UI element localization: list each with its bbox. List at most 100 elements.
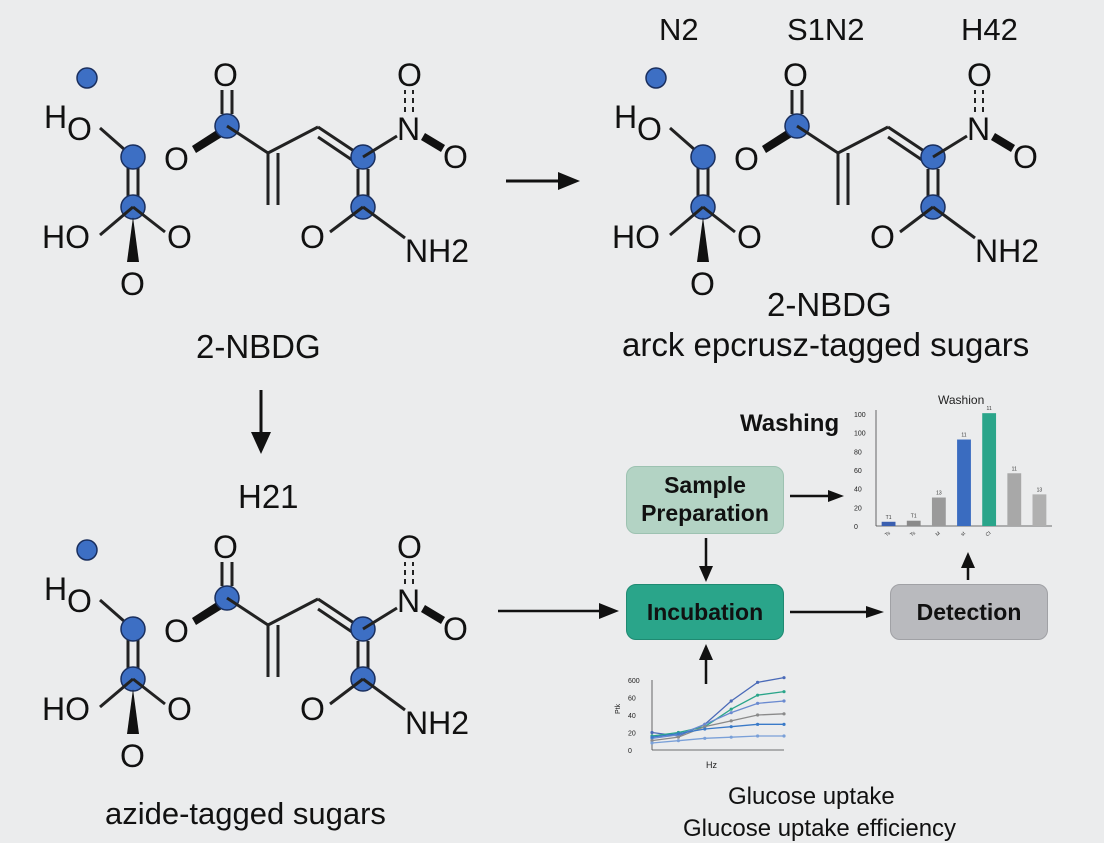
bar-data-label: 11 <box>1012 466 1017 472</box>
detection-label: Detection <box>916 598 1022 625</box>
atom-o: O <box>737 219 762 255</box>
line-point <box>703 736 707 740</box>
atom-o: O <box>120 266 145 302</box>
line-point <box>650 730 654 735</box>
intermediate-label: H21 <box>238 478 299 515</box>
atom-ho: HO <box>42 219 90 255</box>
atom-o: O <box>443 139 468 175</box>
bar-chart-y-tick: 40 <box>854 487 862 494</box>
atom-ho: HO <box>42 691 90 727</box>
bar-chart-y-tick: 100 <box>854 412 866 419</box>
atom-o: O <box>213 529 238 565</box>
line-series <box>651 691 785 737</box>
incubation-box: Incubation <box>626 584 784 640</box>
atom-o: O <box>690 266 715 302</box>
atom-o: O <box>167 691 192 727</box>
line-series <box>651 735 784 744</box>
bar-chart-title: Washion <box>938 393 984 407</box>
bar-category-label: st <box>960 530 967 537</box>
atom-o: O <box>783 57 808 93</box>
bar-data-label: 13 <box>936 491 942 497</box>
line-point <box>756 734 760 738</box>
line-series <box>651 700 785 739</box>
line-point <box>729 711 733 715</box>
line-point <box>650 735 654 739</box>
atom-o: O <box>870 219 895 255</box>
bar <box>1007 473 1022 526</box>
molecule-structure-bottom: H O HO O O O O N O O O NH2 <box>42 529 469 774</box>
incubation-label: Incubation <box>646 598 764 625</box>
atom-o: O <box>164 141 189 177</box>
bar-chart-y-tick: 20 <box>854 505 862 512</box>
line-series <box>651 713 785 742</box>
bar-chart-y-tick: 80 <box>854 449 862 456</box>
atom-nh2: NH2 <box>405 705 469 741</box>
line-point <box>703 722 707 726</box>
glucose-uptake-efficiency-label: Glucose uptake efficiency <box>683 815 957 842</box>
detection-box: Detection <box>890 584 1048 640</box>
line-point <box>729 735 733 739</box>
sample-preparation-label: Sample Preparation <box>641 472 769 526</box>
molecule-structure-top-left: H O HO O O O O N O O O NH2 <box>42 57 469 302</box>
line-chart-y-tick: 60 <box>628 696 636 703</box>
bar-chart-y-tick: 0 <box>854 524 858 531</box>
line-point <box>782 722 786 726</box>
label-h42: H42 <box>961 12 1018 47</box>
atom-o: O <box>397 529 422 565</box>
line-chart-y-tick: 20 <box>628 731 636 738</box>
molecule-structure-top-right: H O HO O O O O N O O O NH2 <box>612 57 1039 302</box>
bar <box>982 413 997 526</box>
atom-nh2: NH2 <box>975 233 1039 269</box>
atom-n: N <box>397 583 420 619</box>
atom-o: O <box>967 57 992 93</box>
caption-top-right: 2-NBDG <box>767 286 892 323</box>
atom-o: O <box>443 611 468 647</box>
label-s1n2: S1N2 <box>787 12 865 47</box>
line-point <box>729 699 733 703</box>
atom-o: O <box>164 613 189 649</box>
atom-h: H <box>614 99 637 135</box>
arrow-down <box>251 390 271 454</box>
bar-data-label: 13 <box>1037 487 1043 493</box>
bar-chart-y-tick: 100 <box>854 431 866 438</box>
line-chart-y-tick: 600 <box>628 678 640 685</box>
bar-category-label: M <box>935 531 942 538</box>
atom-o: O <box>213 57 238 93</box>
bar-chart: Washion 100100806040200T1TsT1Ts13M11st11… <box>854 393 1052 538</box>
atom-o: O <box>167 219 192 255</box>
glucose-uptake-label: Glucose uptake <box>728 783 895 810</box>
atom-o: O <box>734 141 759 177</box>
atom-o: O <box>300 691 325 727</box>
line-point <box>782 734 786 738</box>
atom-h: H <box>44 571 67 607</box>
bar <box>1032 494 1047 526</box>
line-point <box>729 725 733 729</box>
atom-o: O <box>67 111 92 147</box>
sample-preparation-box: Sample Preparation <box>626 466 784 534</box>
line-point <box>729 707 733 711</box>
bar <box>881 521 896 526</box>
arrow-to-incubation <box>498 603 619 619</box>
bar-data-label: 11 <box>987 406 992 412</box>
line-point <box>756 722 760 726</box>
line-point <box>650 739 654 743</box>
atom-o: O <box>120 738 145 774</box>
bar-category-label: CI <box>985 530 993 538</box>
caption-top-left: 2-NBDG <box>196 328 321 365</box>
line-point <box>703 727 707 731</box>
caption-bottom: azide-tagged sugars <box>105 796 386 831</box>
atom-o: O <box>67 583 92 619</box>
line-chart-y-tick: 40 <box>628 713 636 720</box>
line-point <box>676 732 680 736</box>
arrow-right-top <box>506 172 580 190</box>
atom-o: O <box>397 57 422 93</box>
line-point <box>782 712 786 716</box>
atom-o: O <box>1013 139 1038 175</box>
label-n2: N2 <box>659 12 699 47</box>
bar <box>931 497 946 526</box>
bar-chart-y-tick: 60 <box>854 468 862 475</box>
line-point <box>703 725 707 729</box>
bar <box>906 520 921 526</box>
